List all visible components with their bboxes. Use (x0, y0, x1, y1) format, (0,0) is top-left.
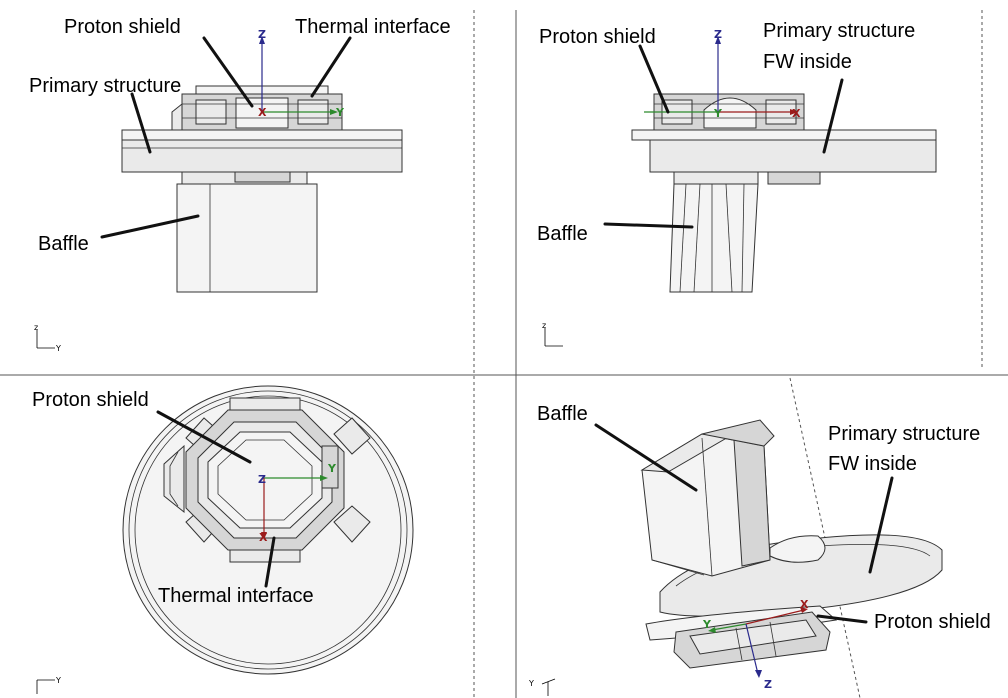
front-label-proton-shield: Proton shield (64, 16, 181, 38)
iso-label-fw-inside: FW inside (828, 453, 917, 475)
top-label-proton-shield: Proton shield (32, 389, 149, 411)
front-axis-y: Y (55, 344, 61, 353)
top-thermal-interface (229, 549, 301, 563)
iso-triad: Y X Z (702, 598, 809, 691)
side-view-panel: Y X Z z Proton shield Primary structure … (537, 20, 937, 347)
side-label-baffle: Baffle (537, 223, 588, 245)
side-primary-structure (649, 139, 937, 173)
side-label-primary-structure: Primary structure (763, 20, 915, 42)
side-triad-y: Y (713, 107, 723, 120)
front-triad-y: Y (335, 106, 345, 119)
side-model (631, 93, 937, 293)
side-label-proton-shield: Proton shield (539, 26, 656, 48)
front-label-thermal-interface: Thermal interface (295, 16, 451, 38)
iso-view-panel: Y X Z Y z Baffle Primary structure FW in… (528, 403, 991, 698)
side-triad-x: X (792, 107, 801, 120)
side-axis-z: z (542, 321, 546, 330)
top-triad: Z Y X (258, 462, 337, 544)
top-axis-indicator: Y (36, 676, 61, 694)
top-triad-y: Y (327, 462, 337, 475)
side-triad: Y X Z (644, 28, 801, 120)
iso-triad-y: Y (702, 618, 712, 631)
front-primary-structure (121, 139, 403, 173)
iso-axis-y: Y (528, 679, 534, 688)
iso-model (640, 419, 943, 669)
front-axis-z: z (34, 323, 38, 332)
front-label-baffle: Baffle (38, 233, 89, 255)
iso-label-baffle: Baffle (537, 403, 588, 425)
top-label-thermal-interface: Thermal interface (158, 585, 314, 607)
top-triad-x: X (259, 531, 268, 544)
iso-triad-x: X (800, 598, 809, 611)
iso-axis-indicator: Y z (528, 678, 556, 698)
front-triad-z: Z (258, 28, 266, 41)
iso-label-primary-structure: Primary structure (828, 423, 980, 445)
top-model (122, 385, 414, 675)
iso-label-proton-shield: Proton shield (874, 611, 991, 633)
front-label-primary-structure: Primary structure (29, 75, 181, 97)
front-axis-indicator: z Y (34, 323, 61, 353)
side-axis-indicator: z (542, 321, 563, 347)
front-triad: X Y Z (258, 28, 345, 119)
svg-text:Z: Z (258, 473, 266, 486)
top-view-panel: Z Y X Y Proton shield Thermal interface (32, 385, 414, 694)
side-label-fw-inside: FW inside (763, 51, 852, 73)
front-view-panel: X Y Z z Y Proton shield Thermal interfac… (29, 16, 451, 353)
iso-triad-z: Z (764, 678, 772, 691)
front-baffle (176, 183, 318, 293)
side-triad-z: Z (714, 28, 722, 41)
top-axis-y: Y (55, 676, 61, 685)
front-triad-x: X (258, 106, 267, 119)
